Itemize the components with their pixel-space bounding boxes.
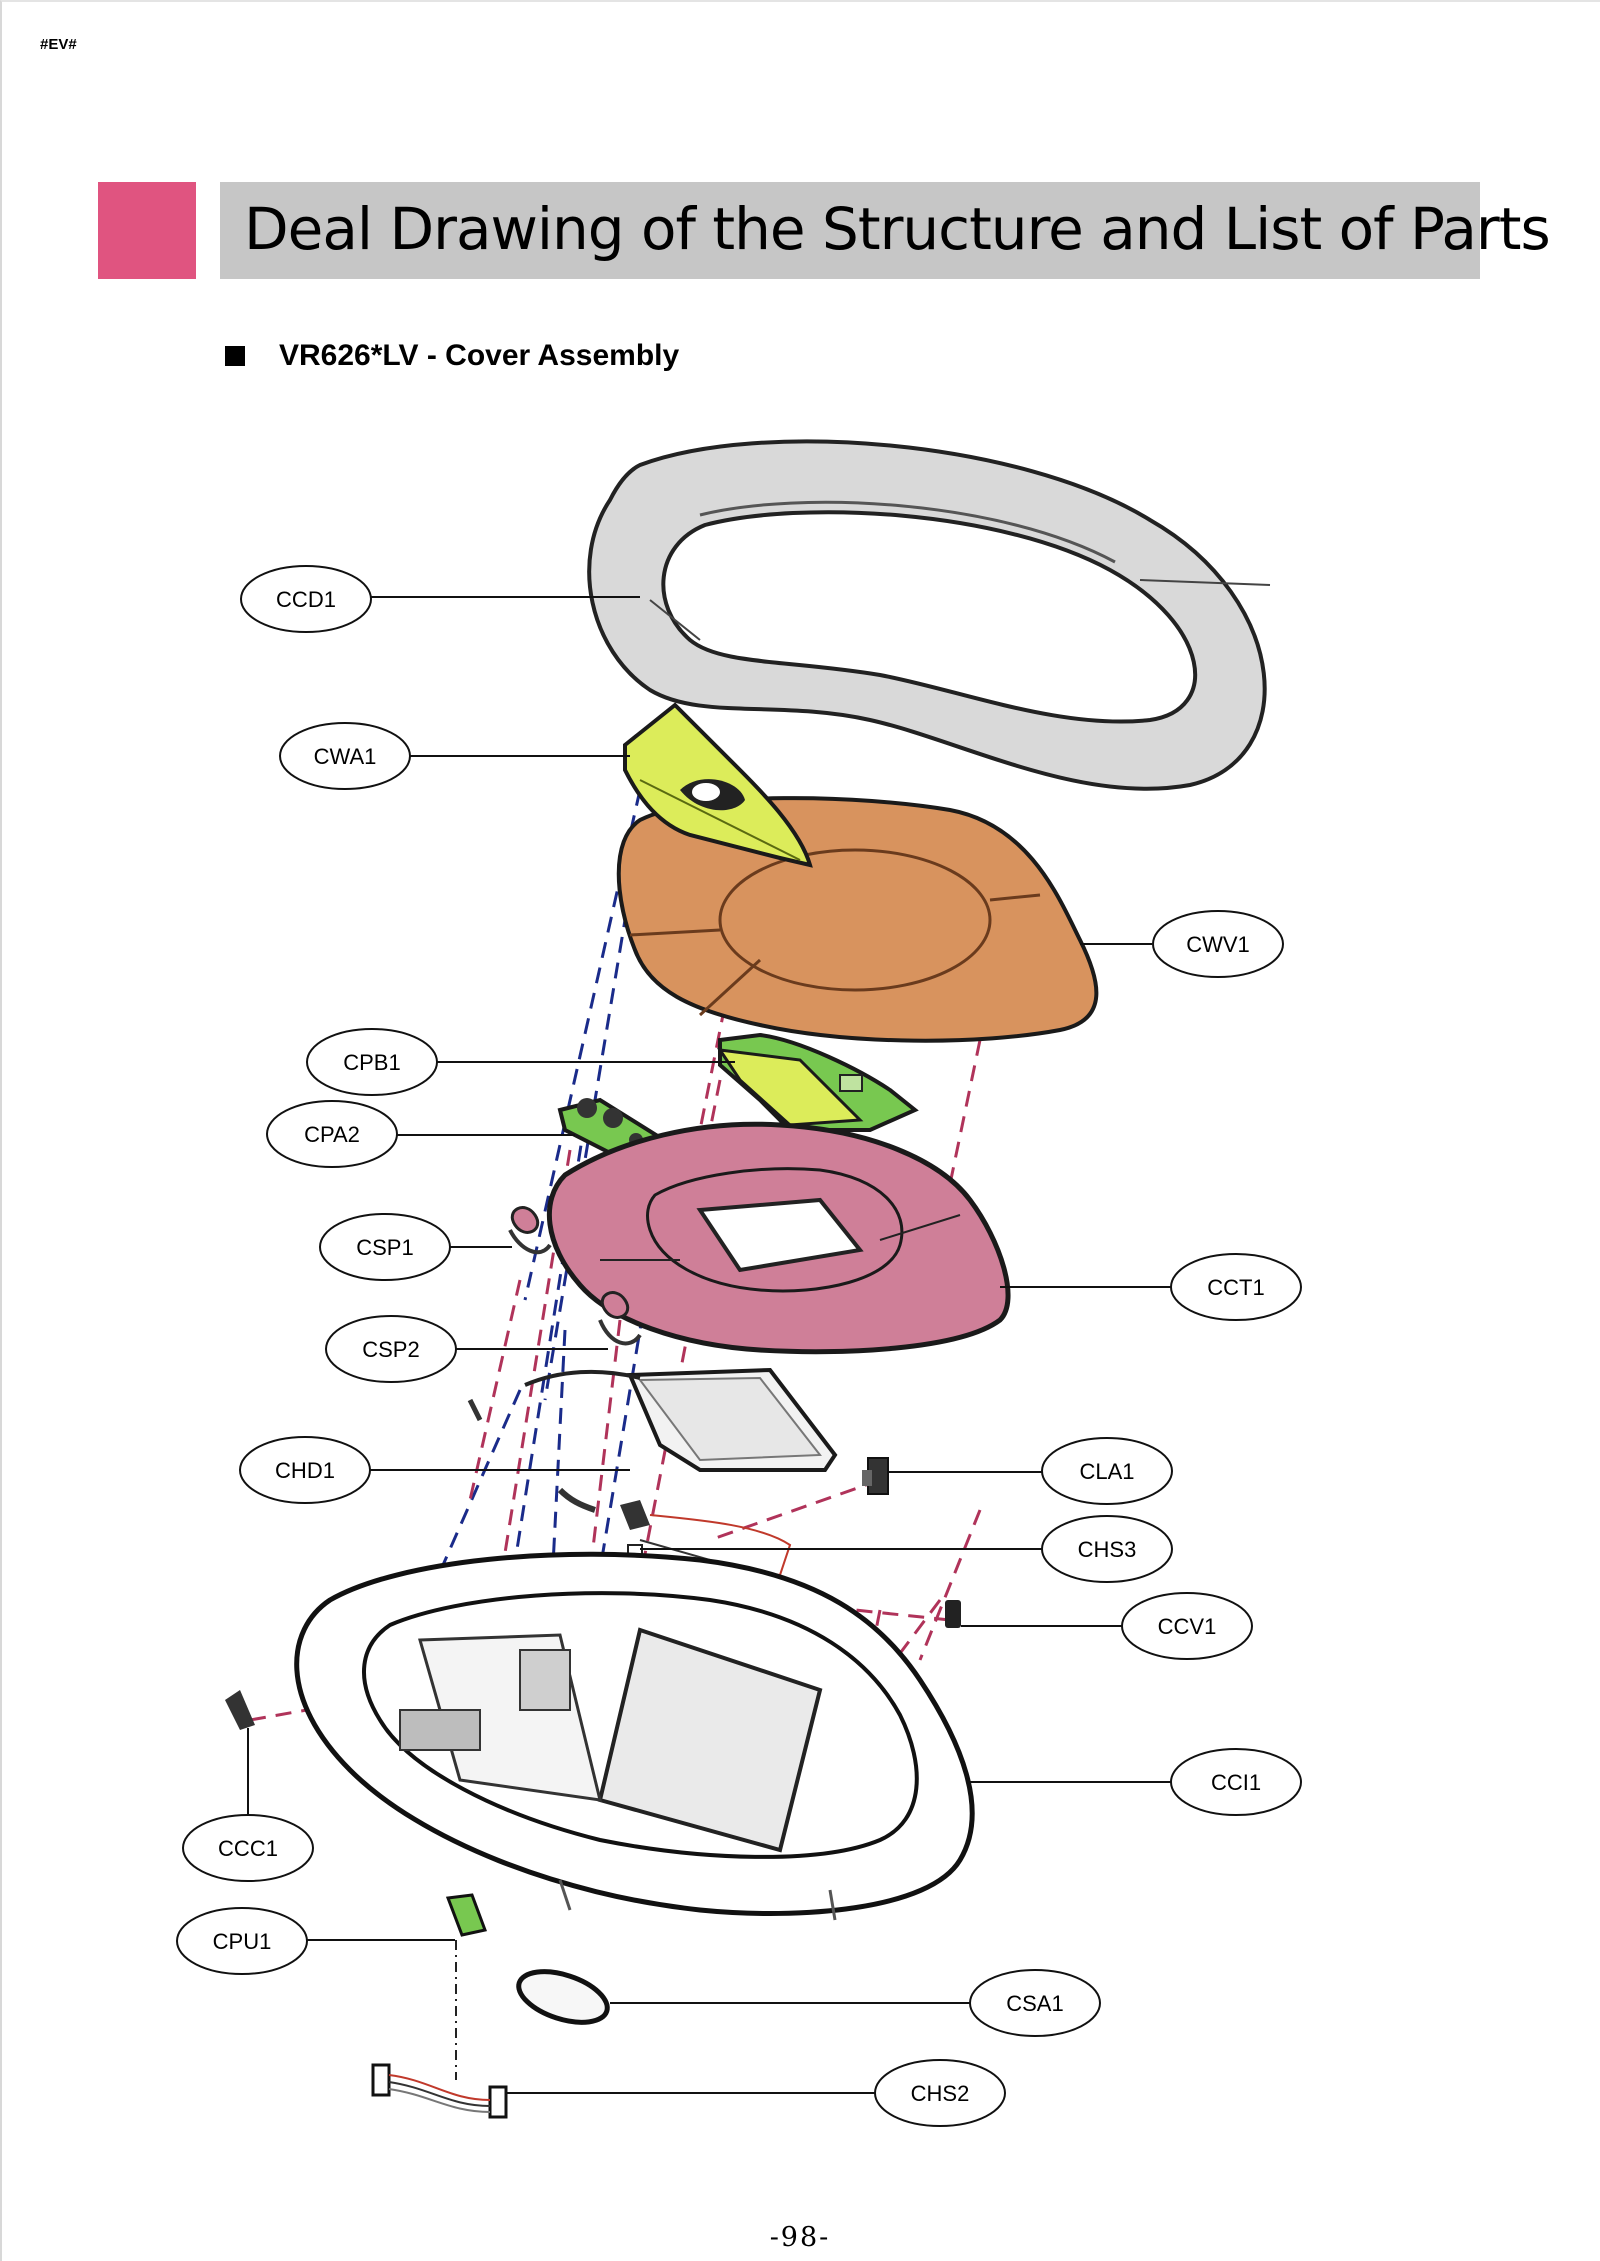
title-bar: Deal Drawing of the Structure and List o…: [220, 182, 1551, 279]
inner-cover-icon: [294, 1551, 975, 1921]
part-code: CCT1: [1207, 1275, 1264, 1300]
top-ring-icon: [587, 439, 1271, 791]
part-label: CCT1: [1170, 1253, 1302, 1321]
part-code: CSP1: [356, 1235, 413, 1260]
part-code: CHD1: [275, 1458, 335, 1483]
part-code: CPA2: [304, 1122, 360, 1147]
window-cover-icon: [616, 796, 1099, 1043]
part-label: CPU1: [176, 1907, 308, 1975]
part-code: CWA1: [314, 744, 377, 769]
seal-ring-icon: [516, 1969, 610, 2025]
section-heading-text: VR626*LV - Cover Assembly: [279, 339, 680, 372]
latch-icon: [862, 1457, 889, 1495]
part-code: CPB1: [343, 1050, 400, 1075]
hinge-plate-icon: [467, 1367, 838, 1472]
part-label: CCV1: [1121, 1592, 1253, 1660]
section-heading: VR626*LV - Cover Assembly: [225, 336, 679, 376]
page-title: Deal Drawing of the Structure and List o…: [244, 195, 1551, 263]
part-label: CSA1: [969, 1969, 1101, 2037]
part-label: CCI1: [1170, 1748, 1302, 1816]
spring-icon: [508, 1206, 552, 1255]
part-label: CSP2: [325, 1315, 457, 1383]
part-label: CHS3: [1041, 1515, 1173, 1583]
part-label: CSP1: [319, 1213, 451, 1281]
page-tag: #EV#: [40, 36, 77, 53]
pcb-unit-icon: [445, 1893, 488, 1937]
part-code: CWV1: [1186, 932, 1250, 957]
part-code: CSP2: [362, 1337, 419, 1362]
part-code: CHS2: [911, 2081, 970, 2106]
spring-icon: [598, 1291, 642, 1346]
part-code: CLA1: [1079, 1459, 1134, 1484]
part-label: CPA2: [266, 1100, 398, 1168]
part-code: CCC1: [218, 1836, 278, 1861]
part-label: CHS2: [874, 2059, 1006, 2127]
square-bullet-icon: [225, 346, 245, 366]
part-code: CSA1: [1006, 1991, 1063, 2016]
part-label: CCD1: [240, 565, 372, 633]
connector-icon: [945, 1600, 961, 1628]
part-label: CCC1: [182, 1814, 314, 1882]
part-code: CCV1: [1158, 1614, 1217, 1639]
part-label: CWA1: [279, 722, 411, 790]
cable-clamp-icon: [225, 1690, 255, 1730]
part-label: CPB1: [306, 1028, 438, 1096]
part-label: CHD1: [239, 1436, 371, 1504]
title-accent-block: [98, 182, 196, 279]
leader-lines: [247, 596, 1172, 2094]
page-number: -98-: [769, 2222, 831, 2253]
part-label: CLA1: [1041, 1437, 1173, 1505]
part-code: CPU1: [213, 1929, 272, 1954]
part-code: CCI1: [1211, 1770, 1261, 1795]
button-cover-icon: [623, 702, 813, 868]
part-code: CCD1: [276, 587, 336, 612]
main-pcb-icon: [716, 1032, 919, 1132]
wire-harness-icon: [371, 1940, 508, 2119]
part-label: CWV1: [1152, 910, 1284, 978]
cover-tray-icon: [546, 1121, 1011, 1355]
part-code: CHS3: [1078, 1537, 1137, 1562]
